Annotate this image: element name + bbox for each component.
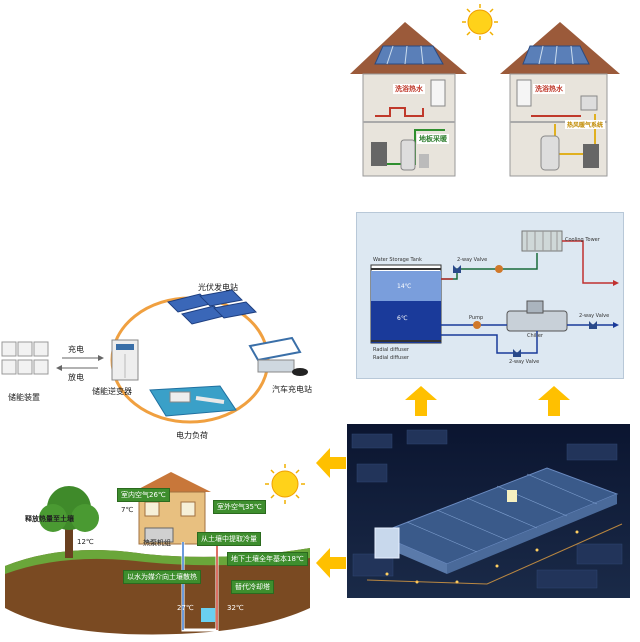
arrow-left-bottom-icon [316, 548, 346, 578]
houses-panel: 洗浴热水 地板采暖 洗浴热水 热风暖气系统 [345, 4, 620, 179]
tank-label: Water Storage Tank [373, 257, 422, 263]
inverter-label: 储能逆变器 [92, 387, 132, 396]
factory-building [374, 467, 619, 574]
sun-icon [265, 464, 305, 504]
pump-icon [473, 321, 481, 329]
chiller-label: Chiller [527, 333, 543, 339]
room-temp-label: 7℃ [121, 506, 134, 514]
cooling-schematic [370, 230, 619, 357]
tank-temp-top: 14℃ [397, 283, 412, 290]
tank-temp-bottom: 6℃ [397, 315, 408, 322]
house-left-tag-2: 地板采暖 [417, 134, 449, 144]
ev-station-label: 汽车充电站 [272, 385, 312, 394]
valve-icon [453, 265, 597, 357]
pv-station-label: 光伏发电站 [198, 283, 238, 292]
power-load-icon [149, 385, 237, 417]
valve-label-bottom: 2-way Valve [509, 359, 540, 365]
houses-illustration [350, 4, 620, 177]
inlet-temp-label: 27℃ [177, 604, 194, 612]
factory-aerial-photo [347, 424, 630, 598]
tower-label: Cooling Tower [565, 237, 600, 243]
house-left-tag-1: 洗浴热水 [393, 84, 425, 94]
power-load-label: 电力负荷 [176, 431, 208, 440]
cooling-tower-icon [521, 230, 563, 252]
arrow-up-right-icon [538, 386, 570, 416]
diffuser-bottom-label: Radial diffuser [373, 355, 409, 361]
storage-device-label: 储能装置 [8, 393, 40, 402]
valve-label-right: 2-way Valve [579, 313, 610, 319]
house-right-tag-2: 热风暖气系统 [565, 120, 606, 129]
house-right [500, 22, 620, 177]
cooling-panel: Water Storage Tank 14℃ 6℃ Cooling Tower … [356, 212, 624, 379]
arrow-up-left-icon [405, 386, 437, 416]
outdoor-air-box: 室外空气35℃ [213, 500, 266, 514]
from-soil-box: 从土壤中提取冷量 [197, 532, 261, 546]
discharge-label: 放电 [68, 373, 84, 382]
ground-source-panel: 室内空气26℃ 室外空气35℃ 释放热量至土壤 7℃ 12℃ 热泵机组 从土壤中… [5, 458, 315, 638]
house-left [350, 22, 467, 177]
inverter-cabinet-icon [111, 339, 139, 381]
factory-aerial-illustration [347, 424, 630, 598]
sun-icon [462, 4, 498, 40]
solar-panel-icon [167, 289, 258, 325]
soil-const-box: 地下土壤全年基本18℃ [227, 552, 308, 566]
house-icon [133, 472, 211, 545]
pump-label: Pump [469, 315, 484, 321]
storage-device-icon [1, 341, 49, 375]
chiller-icon [506, 300, 568, 332]
ev-charging-station-icon [248, 336, 308, 376]
water-storage-tank [370, 264, 442, 344]
microgrid-illustration [1, 289, 308, 424]
replace-tower-box: 替代冷却塔 [231, 580, 274, 594]
side-temp-label: 12℃ [77, 538, 94, 546]
water-medium-box: 以水为媒介向土壤散热 [123, 570, 201, 584]
outlet-temp-label: 32℃ [227, 604, 244, 612]
heat-transfer-label: 释放热量至土壤 [25, 515, 74, 523]
diffuser-top-label: Radial diffuser [373, 347, 409, 353]
tree-icon [39, 486, 99, 558]
heat-pump-label: 热泵机组 [143, 539, 171, 547]
ground-source-illustration [5, 464, 310, 635]
valve-label-top: 2-way Valve [457, 257, 488, 263]
charge-label: 充电 [68, 345, 84, 354]
arrow-left-top-icon [316, 448, 346, 478]
microgrid-panel: 光伏发电站 充电 放电 储能装置 储能逆变器 汽车充电站 电力负荷 [0, 280, 330, 445]
soil-area [5, 548, 310, 635]
indoor-air-box: 室内空气26℃ [117, 488, 170, 502]
house-right-tag-1: 洗浴热水 [533, 84, 565, 94]
